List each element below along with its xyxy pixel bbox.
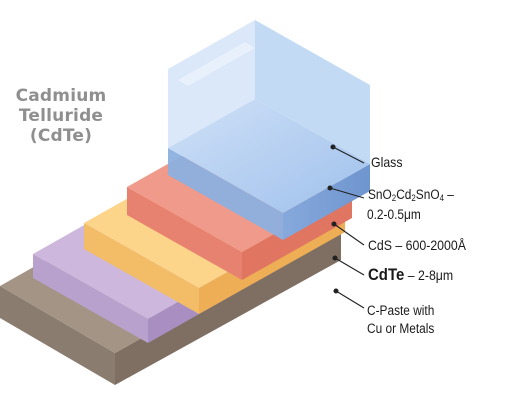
label-glass: Glass [371, 154, 403, 170]
label-sno2-thickness: 0.2-0.5μm [367, 207, 421, 222]
leader-dot-glass [330, 144, 336, 150]
label-cdte-rest: – 2-8μm [404, 267, 454, 283]
glass-top [168, 99, 370, 213]
leader-lines [327, 144, 365, 309]
title-line-3: (CdTe) [29, 126, 93, 146]
leader-dot-c-paste [333, 288, 339, 294]
leader-sno2 [329, 187, 365, 199]
label-cdte-bold: CdTe [368, 265, 405, 284]
label-c-paste-line2: Cu or Metals [367, 321, 435, 336]
label-cds: CdS – 600-2000Å [368, 237, 466, 253]
label-sno2-part: – [443, 187, 454, 202]
glass-front [283, 164, 370, 240]
leader-c-paste [335, 290, 365, 309]
label-sno2: SnO2Cd2SnO4 – [368, 186, 454, 207]
leader-dot-sno2 [327, 185, 333, 191]
cdte-side [33, 254, 148, 343]
glass-shine [178, 42, 255, 86]
cds-side [84, 223, 199, 314]
leader-glass [332, 146, 365, 164]
glass-back [255, 20, 370, 164]
title-line-2: Telluride [18, 106, 104, 126]
label-sno2-part: SnO [415, 187, 440, 202]
label-sno2-sub: 4 [439, 193, 444, 203]
label-sno2-part: SnO [368, 187, 392, 202]
sno2-side [127, 187, 242, 280]
leader-cdte [334, 257, 365, 276]
label-cdte: CdTe – 2-8μm [368, 266, 453, 284]
label-sno2-sub: 2 [411, 193, 416, 203]
c-paste-side [0, 286, 115, 385]
glass-back-top [168, 20, 255, 148]
label-sno2-sub: 2 [391, 193, 397, 203]
layer-glass [168, 20, 370, 240]
glass-side [168, 148, 283, 240]
label-c-paste-line1: C-Paste with [367, 303, 435, 318]
label-sno2-part: Cd [396, 187, 412, 202]
title-line-1: Cadmium [15, 86, 107, 106]
leader-dot-cdte [332, 255, 338, 261]
leader-cds [333, 223, 365, 246]
leader-dot-cds [331, 221, 337, 227]
